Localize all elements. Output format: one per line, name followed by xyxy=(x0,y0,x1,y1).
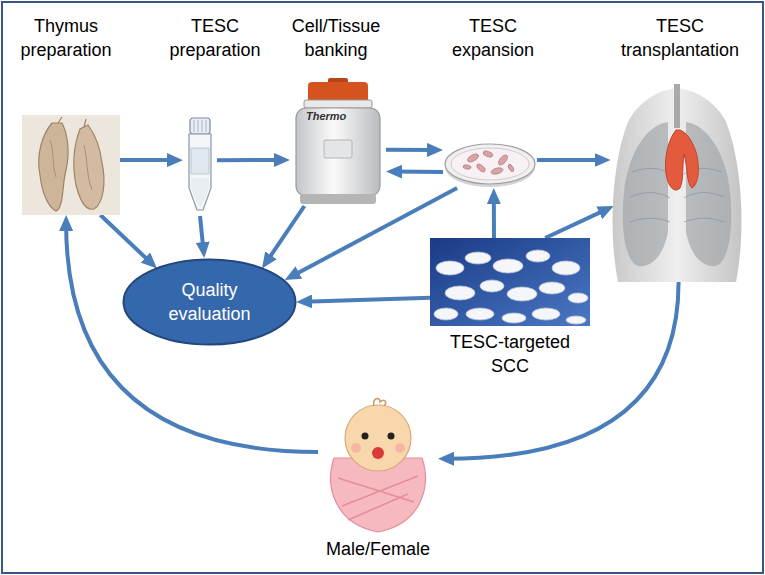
illustration-part xyxy=(39,123,68,211)
illustration-part xyxy=(296,108,380,196)
illustration-part xyxy=(430,238,590,326)
illustration-part xyxy=(300,194,376,204)
illustration-part xyxy=(362,433,369,440)
step-label: TESC-targeted SCC xyxy=(440,330,580,379)
cryovial-icon xyxy=(183,118,217,216)
chest-illustration xyxy=(598,82,756,282)
flow-arrow xyxy=(537,158,603,162)
step-label: Cell/Tissue banking xyxy=(278,14,394,63)
illustrated-step: TESC preparation xyxy=(162,14,268,216)
illustration-part xyxy=(395,443,405,453)
flow-arrow xyxy=(492,196,496,238)
step-label: Male/Female xyxy=(303,537,453,561)
illustration-part xyxy=(463,164,472,169)
step-label: Thymus preparation xyxy=(8,14,124,63)
illustration-part xyxy=(388,433,395,440)
illustration-part xyxy=(351,443,361,453)
illustration-part xyxy=(191,148,209,174)
illustration-part xyxy=(58,117,86,127)
step-label: TESC transplantation xyxy=(600,14,760,63)
flow-arrow xyxy=(66,223,318,452)
storage-tank-icon xyxy=(290,78,386,206)
illustration-part xyxy=(50,140,92,190)
illustration-part xyxy=(194,120,206,132)
illustrated-step: TESC expansion xyxy=(440,14,546,188)
illustration-part xyxy=(374,399,386,406)
illustration-part xyxy=(502,313,526,323)
illustration-part xyxy=(22,115,120,215)
flow-arrow xyxy=(200,216,203,250)
step-label: TESC expansion xyxy=(440,14,546,63)
illustrated-step: TESC transplantation xyxy=(598,14,760,282)
flow-arrow xyxy=(217,158,282,162)
flow-arrow xyxy=(545,209,606,238)
illustration-part xyxy=(463,150,515,175)
illustration-part xyxy=(324,140,352,158)
flow-arrow xyxy=(394,170,443,174)
ellipse-node: Quality evaluation xyxy=(122,258,297,346)
illustration-part xyxy=(490,167,503,176)
flow-arrow xyxy=(266,206,304,262)
illustration-part xyxy=(476,163,487,173)
illustrated-step: Male/Female xyxy=(303,398,453,563)
flow-arrow xyxy=(304,298,430,302)
illustration-part xyxy=(507,164,514,173)
illustration-part xyxy=(445,286,475,300)
illustration-part xyxy=(436,261,464,275)
illustration-part xyxy=(480,280,504,292)
illustration-part xyxy=(190,118,210,134)
illustration-part xyxy=(338,476,418,520)
flow-arrow xyxy=(100,215,151,263)
ellipse-shape xyxy=(122,258,297,346)
baby-illustration xyxy=(318,398,438,533)
illustration-part xyxy=(465,252,491,264)
illustration-part xyxy=(674,84,680,128)
illustration-part xyxy=(552,261,580,275)
illustration-part xyxy=(566,316,586,324)
brand-label: Thermo xyxy=(306,110,346,122)
illustration-part xyxy=(507,287,537,301)
illustration-part xyxy=(466,308,494,320)
step-label: Quality evaluation xyxy=(154,278,265,327)
illustration-part xyxy=(74,125,104,209)
illustration-part xyxy=(482,150,493,158)
illustration-part xyxy=(526,250,550,262)
pills-photo xyxy=(430,238,590,326)
illustrated-step: TESC-targeted SCC xyxy=(430,238,590,379)
illustration-part xyxy=(568,293,588,303)
flow-arrow xyxy=(120,158,175,162)
illustration-part xyxy=(539,282,565,294)
illustration-part xyxy=(445,144,535,184)
illustration-part xyxy=(451,148,529,180)
illustration-part xyxy=(434,250,588,324)
illustration-part xyxy=(497,153,509,166)
illustration-part xyxy=(191,178,209,206)
illustration-part xyxy=(189,134,211,210)
culture-dish-icon xyxy=(443,138,537,188)
illustration-part xyxy=(345,405,411,471)
flow-arrow xyxy=(386,148,435,152)
illustrated-step: Thymus preparation xyxy=(8,14,124,215)
illustration-part xyxy=(124,260,296,345)
illustration-part xyxy=(466,152,479,163)
step-label: TESC preparation xyxy=(162,14,268,63)
thymus-photo xyxy=(22,115,120,215)
illustration-part xyxy=(304,100,372,108)
illustration-part xyxy=(493,259,523,273)
illustration-part xyxy=(532,308,560,320)
illustration-part xyxy=(372,447,384,459)
illustration-part xyxy=(665,130,698,190)
illustration-part xyxy=(434,308,458,320)
